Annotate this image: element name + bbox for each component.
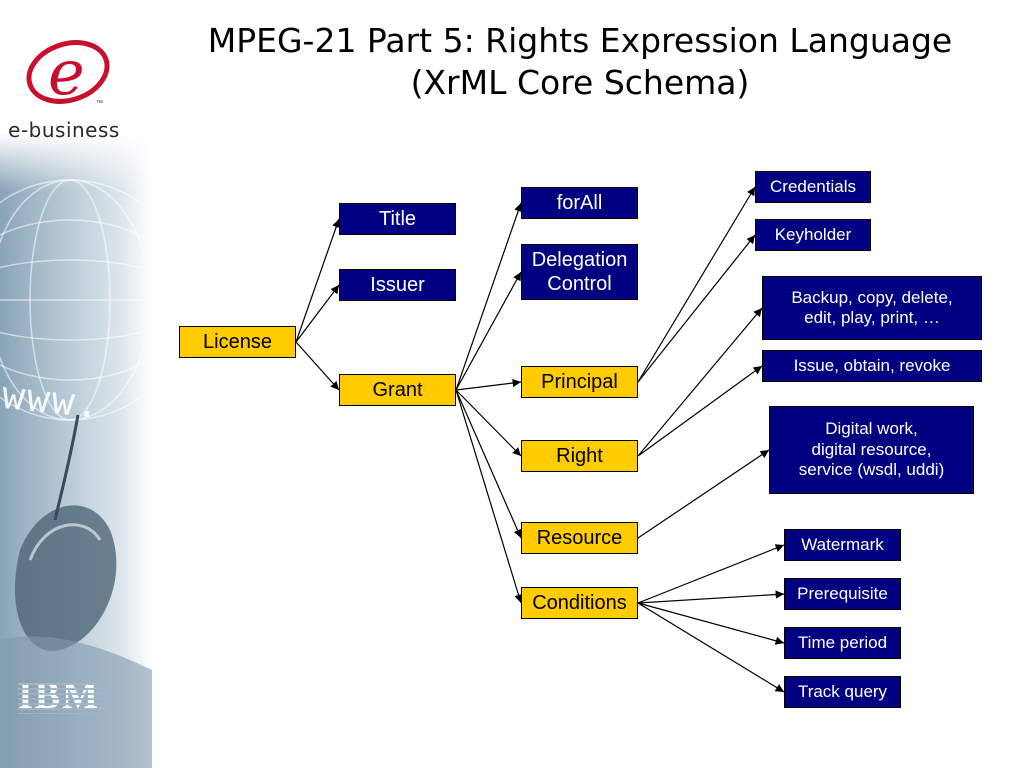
- node-backup-copy-delete: Backup, copy, delete, edit, play, print,…: [762, 276, 982, 340]
- trademark-symbol: ™: [96, 100, 103, 107]
- edge-conditions-to-timeperiod: [637, 602, 785, 645]
- node-conditions-label: Conditions: [532, 592, 627, 614]
- edge-license-to-title: [295, 218, 341, 343]
- edge-conditions-to-watermark: [637, 544, 785, 604]
- edge-resource-to-digital: [637, 449, 770, 539]
- node-license: License: [179, 326, 296, 358]
- edge-grant-to-principal: [455, 378, 522, 391]
- edge-principal-to-credentials: [637, 186, 756, 383]
- sidebar-top-fade: [0, 0, 152, 190]
- node-watermark-label: Watermark: [801, 534, 884, 554]
- node-principal: Principal: [521, 366, 638, 398]
- edge-grant-to-right: [455, 389, 522, 457]
- node-conditions: Conditions: [521, 587, 638, 619]
- title-line-1: MPEG-21 Part 5: Rights Expression Langua…: [207, 21, 953, 60]
- node-right-label: Right: [556, 445, 603, 467]
- node-issuer-label: Issuer: [370, 274, 425, 296]
- node-grant: Grant: [339, 374, 456, 406]
- edge-license-to-grant: [295, 341, 340, 391]
- node-resource-label: Resource: [536, 527, 623, 549]
- node-principal-label: Principal: [541, 371, 618, 393]
- edge-grant-to-forall: [455, 202, 523, 391]
- node-grant-label: Grant: [372, 379, 423, 401]
- node-prerequisite: Prerequisite: [784, 578, 901, 610]
- node-title: Title: [339, 203, 456, 235]
- sidebar-decoration: e ™ e-business www. IBM: [0, 0, 152, 768]
- node-title-label: Title: [378, 208, 417, 230]
- node-keyholder: Keyholder: [755, 219, 871, 251]
- node-time-period: Time period: [784, 627, 901, 659]
- logo-letter: e: [48, 36, 85, 109]
- edge-grant-to-resource: [455, 389, 522, 539]
- node-license-label: License: [203, 331, 272, 353]
- e-business-logo-icon: e: [26, 36, 110, 109]
- node-issue-obtain-revoke-label: Issue, obtain, revoke: [793, 355, 951, 375]
- node-delegation-control: Delegation Control: [521, 244, 638, 300]
- node-forall: forAll: [521, 187, 638, 219]
- edge-right-to-issue: [637, 365, 763, 457]
- node-keyholder-label: Keyholder: [774, 224, 852, 244]
- e-business-caption: e-business: [8, 118, 120, 142]
- edge-right-to-backup: [637, 307, 763, 457]
- slide-title: MPEG-21 Part 5: Rights Expression Langua…: [160, 20, 1000, 104]
- node-forall-label: forAll: [556, 192, 603, 214]
- node-credentials-label: Credentials: [770, 176, 856, 196]
- node-time-period-label: Time period: [797, 632, 888, 652]
- edge-grant-to-delegation: [455, 271, 522, 391]
- node-backup-copy-delete-label: Backup, copy, delete, edit, play, print,…: [791, 287, 953, 327]
- edge-grant-to-conditions: [455, 389, 523, 604]
- edge-license-to-issuer: [295, 284, 340, 343]
- node-delegation-control-label: Delegation Control: [531, 249, 628, 295]
- node-digital-work: Digital work, digital resource, service …: [769, 406, 974, 494]
- node-prerequisite-label: Prerequisite: [797, 583, 888, 603]
- node-watermark: Watermark: [784, 529, 901, 561]
- node-track-query-label: Track query: [797, 681, 888, 701]
- node-issue-obtain-revoke: Issue, obtain, revoke: [762, 350, 982, 382]
- node-credentials: Credentials: [755, 171, 871, 203]
- edge-principal-to-keyholder: [637, 234, 756, 383]
- edge-conditions-to-trackquery: [637, 602, 785, 693]
- edge-conditions-to-prerequisite: [637, 590, 785, 604]
- node-digital-work-label: Digital work, digital resource, service …: [798, 419, 945, 480]
- node-resource: Resource: [521, 522, 638, 554]
- node-track-query: Track query: [784, 676, 901, 708]
- node-issuer: Issuer: [339, 269, 456, 301]
- node-right: Right: [521, 440, 638, 472]
- title-line-2: (XrML Core Schema): [410, 63, 750, 102]
